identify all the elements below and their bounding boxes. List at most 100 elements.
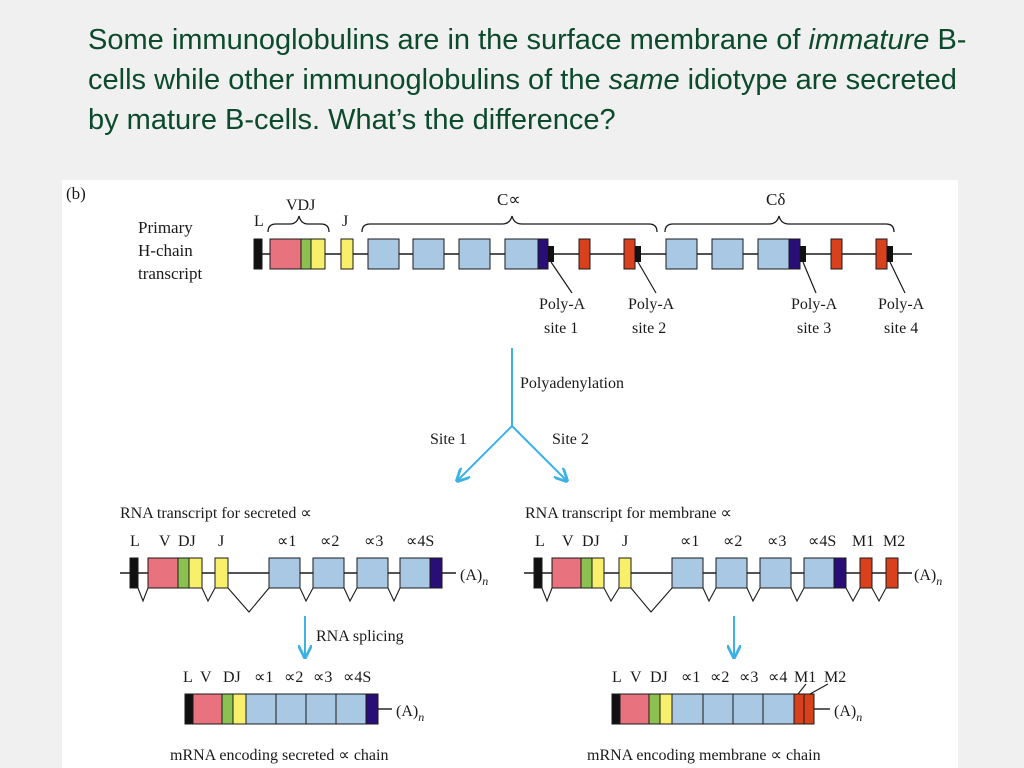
- mrna-secreted-polya-tail: (A)n: [396, 703, 424, 724]
- panel-label: (b): [66, 184, 86, 203]
- polya-site1-line2: site 1: [544, 320, 578, 337]
- mrna-mem-label-a2: ∝2: [710, 669, 729, 686]
- site1-arrow: [458, 425, 513, 480]
- polyadenylation-label: Polyadenylation: [520, 375, 624, 392]
- primary-label-line1: Primary: [138, 218, 193, 237]
- polya-site1-line1: Poly-A: [539, 296, 586, 313]
- secreted-segments: [129, 557, 443, 589]
- mem-label-L: L: [535, 533, 545, 550]
- mrna-mem-label-M1: M1: [794, 669, 816, 686]
- mrna-membrane: [611, 693, 815, 725]
- mem-label-M2: M2: [883, 533, 905, 550]
- brace-c-alpha: [361, 215, 658, 233]
- sec-label-a3: ∝3: [364, 533, 383, 550]
- exon-ca3: [458, 238, 491, 270]
- polya-signal-1: [548, 246, 554, 262]
- exon-m1-delta: [830, 238, 843, 270]
- mrna-sec-label-a3: ∝3: [313, 669, 332, 686]
- secreted-transcript-title: RNA transcript for secreted ∝: [120, 505, 312, 522]
- seg-s-delta: [788, 238, 801, 270]
- polyadenylation-arrows: [458, 348, 566, 480]
- primary-label-line2: H-chain: [138, 241, 193, 260]
- primary-label-line3: transcript: [138, 264, 202, 283]
- figure-panel: [62, 180, 958, 768]
- mrna-sec-label-DJ: DJ: [223, 669, 241, 686]
- question-text: Some immunoglobulins are in the surface …: [88, 24, 967, 136]
- seg-d: [300, 238, 312, 270]
- membrane-polya-tail: (A)n: [914, 567, 942, 588]
- secreted-splice-lines: [137, 587, 401, 613]
- exon-cd3: [757, 238, 790, 270]
- sec-label-J: J: [218, 533, 224, 550]
- label-L-primary: L: [254, 213, 264, 230]
- seg-s-alpha: [537, 238, 549, 270]
- brace-vdj: [267, 215, 330, 233]
- mem-label-M1: M1: [852, 533, 874, 550]
- mem-label-V: V: [562, 533, 574, 550]
- exon-ca4: [504, 238, 539, 270]
- exon-cd2: [711, 238, 744, 270]
- polya-site4-line1: Poly-A: [878, 296, 925, 313]
- polya-leaders: [550, 261, 906, 294]
- seg-j: [340, 238, 354, 270]
- mrna-mem-label-M2: M2: [824, 669, 846, 686]
- branch-label-site1: Site 1: [430, 431, 467, 448]
- brace-label-c-alpha: C∝: [497, 190, 520, 209]
- brace-label-c-delta: Cδ: [766, 190, 785, 209]
- exon-m2-delta: [875, 238, 888, 270]
- primary-braces: [267, 215, 895, 233]
- sec-label-a2: ∝2: [320, 533, 339, 550]
- brace-c-delta: [664, 215, 895, 233]
- mrna-sec-label-L: L: [183, 669, 193, 686]
- exon-m1-alpha: [578, 238, 591, 270]
- polya-site2-line1: Poly-A: [628, 296, 675, 313]
- splicing-label: RNA splicing: [316, 628, 404, 645]
- mem-label-J: J: [622, 533, 628, 550]
- splicing-arrows: [305, 616, 734, 656]
- mrna-mem-label-a1: ∝1: [681, 669, 700, 686]
- seg-v: [269, 238, 302, 270]
- mrna-membrane-polya-tail: (A)n: [834, 703, 862, 724]
- mrna-sec-label-V: V: [200, 669, 212, 686]
- branch-label-site2: Site 2: [552, 431, 589, 448]
- mrna-secreted: [184, 693, 379, 725]
- sec-label-a4S: ∝4S: [406, 533, 434, 550]
- polya-site3-line2: site 3: [797, 320, 831, 337]
- mrna-mem-label-L: L: [612, 669, 622, 686]
- membrane-transcript-title: RNA transcript for membrane ∝: [525, 505, 732, 522]
- mrna-sec-label-a1: ∝1: [254, 669, 273, 686]
- polya-signal-3: [800, 246, 806, 262]
- polya-site3-line1: Poly-A: [791, 296, 838, 313]
- mrna-mem-label-a3: ∝3: [739, 669, 758, 686]
- emphasis-immature: immature: [808, 24, 930, 56]
- emphasis-same: same: [608, 64, 680, 96]
- seg-leader: [253, 238, 263, 270]
- polya-signal-4: [887, 246, 893, 262]
- mem-label-a3: ∝3: [767, 533, 786, 550]
- exon-cd1: [665, 238, 698, 270]
- seg-j-rearranged: [310, 238, 326, 270]
- mem-label-a2: ∝2: [723, 533, 742, 550]
- mrna-secreted-caption: mRNA encoding secreted ∝ chain: [170, 747, 388, 764]
- sec-label-a1: ∝1: [277, 533, 296, 550]
- mrna-sec-label-a2: ∝2: [284, 669, 303, 686]
- sec-label-V: V: [159, 533, 171, 550]
- mrna-membrane-caption: mRNA encoding membrane ∝ chain: [587, 747, 821, 764]
- membrane-splice-lines: [541, 587, 887, 613]
- site2-arrow: [511, 425, 566, 480]
- sec-label-DJ: DJ: [178, 533, 196, 550]
- exon-ca2: [412, 238, 445, 270]
- mem-label-a1: ∝1: [680, 533, 699, 550]
- secreted-polya-tail: (A)n: [460, 567, 488, 588]
- exon-m2-alpha: [623, 238, 636, 270]
- mrna-mem-label-DJ: DJ: [650, 669, 668, 686]
- brace-label-vdj: VDJ: [286, 197, 315, 214]
- membrane-segments: [533, 557, 899, 589]
- mrna-mem-label-V: V: [630, 669, 642, 686]
- mrna-sec-label-a4S: ∝4S: [343, 669, 371, 686]
- polya-site2-line2: site 2: [632, 320, 666, 337]
- polya-signal-2: [635, 246, 641, 262]
- sec-label-L: L: [130, 533, 140, 550]
- polya-site4-line2: site 4: [884, 320, 918, 337]
